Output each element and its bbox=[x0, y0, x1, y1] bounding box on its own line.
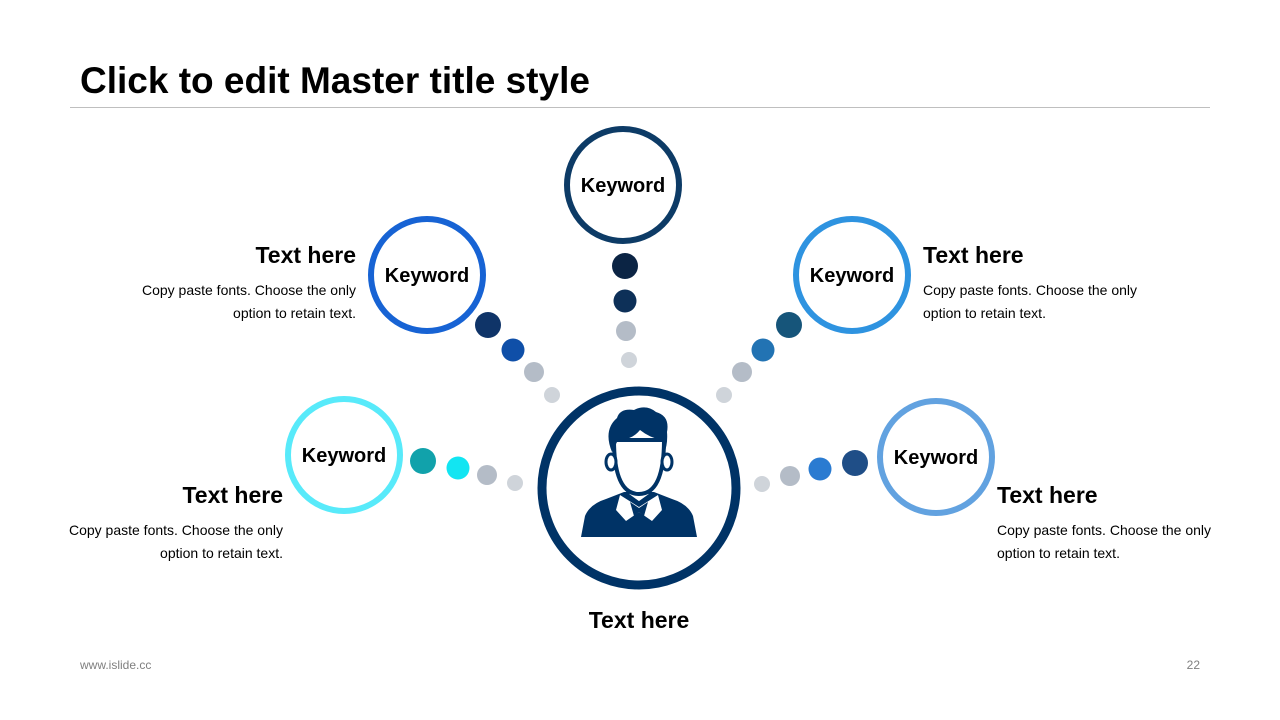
person-avatar-icon bbox=[581, 407, 697, 537]
connector-dot bbox=[780, 466, 800, 486]
keyword-label: Keyword bbox=[385, 265, 469, 287]
title-divider bbox=[70, 107, 1210, 108]
keyword-ring bbox=[793, 216, 911, 334]
connector-dot bbox=[410, 448, 436, 474]
keyword-label: Keyword bbox=[894, 447, 978, 469]
connector-top bbox=[612, 253, 638, 368]
connector-lower-right bbox=[754, 450, 868, 492]
connector-dot bbox=[616, 321, 636, 341]
connector-dot bbox=[507, 475, 523, 491]
keyword-node-upper-right: Keyword bbox=[793, 216, 911, 334]
keyword-ring bbox=[877, 398, 995, 516]
connector-dot bbox=[475, 312, 501, 338]
center-hub bbox=[537, 386, 741, 590]
center-label: Text here bbox=[588, 607, 690, 633]
upper-left-heading: Text here bbox=[255, 242, 356, 268]
keyword-ring bbox=[564, 126, 682, 244]
keyword-node-upper-left: Keyword bbox=[368, 216, 486, 334]
connector-dot bbox=[716, 387, 732, 403]
footer-url: www.islide.cc bbox=[80, 658, 152, 672]
keyword-label: Keyword bbox=[581, 175, 665, 197]
connector-upper-right bbox=[716, 312, 802, 403]
connector-dot bbox=[751, 338, 775, 362]
slide-title: Click to edit Master title style bbox=[80, 60, 590, 101]
connector-dot bbox=[808, 457, 832, 481]
connector-dot bbox=[754, 476, 770, 492]
keyword-label: Keyword bbox=[302, 445, 386, 467]
lower-right-heading: Text here bbox=[997, 482, 1098, 508]
connector-dot bbox=[524, 362, 544, 382]
connector-dot bbox=[544, 387, 560, 403]
upper-right-heading: Text here bbox=[923, 242, 1024, 268]
connector-dot bbox=[501, 338, 525, 362]
connector-dot bbox=[613, 289, 637, 313]
lower-left-description: Copy paste fonts. Choose the only option… bbox=[68, 522, 283, 561]
keyword-ring bbox=[285, 396, 403, 514]
keyword-ring bbox=[368, 216, 486, 334]
connector-dot bbox=[612, 253, 638, 279]
connector-dot bbox=[776, 312, 802, 338]
connector-dot bbox=[621, 352, 637, 368]
connector-dot bbox=[732, 362, 752, 382]
keyword-label: Keyword bbox=[810, 265, 894, 287]
keyword-node-top: Keyword bbox=[564, 126, 682, 244]
keyword-node-lower-right: Keyword bbox=[877, 398, 995, 516]
page-number: 22 bbox=[1186, 658, 1200, 672]
lower-left-heading: Text here bbox=[182, 482, 283, 508]
connector-lower-left bbox=[410, 448, 523, 491]
lower-right-description: Copy paste fonts. Choose the only option… bbox=[997, 522, 1212, 561]
connector-upper-left bbox=[475, 312, 560, 403]
upper-left-description: Copy paste fonts. Choose the only option… bbox=[141, 282, 356, 321]
upper-right-description: Copy paste fonts. Choose the only option… bbox=[923, 282, 1138, 321]
connector-dot bbox=[842, 450, 868, 476]
connector-dot bbox=[477, 465, 497, 485]
keyword-node-lower-left: Keyword bbox=[285, 396, 403, 514]
connector-dot bbox=[446, 456, 470, 480]
